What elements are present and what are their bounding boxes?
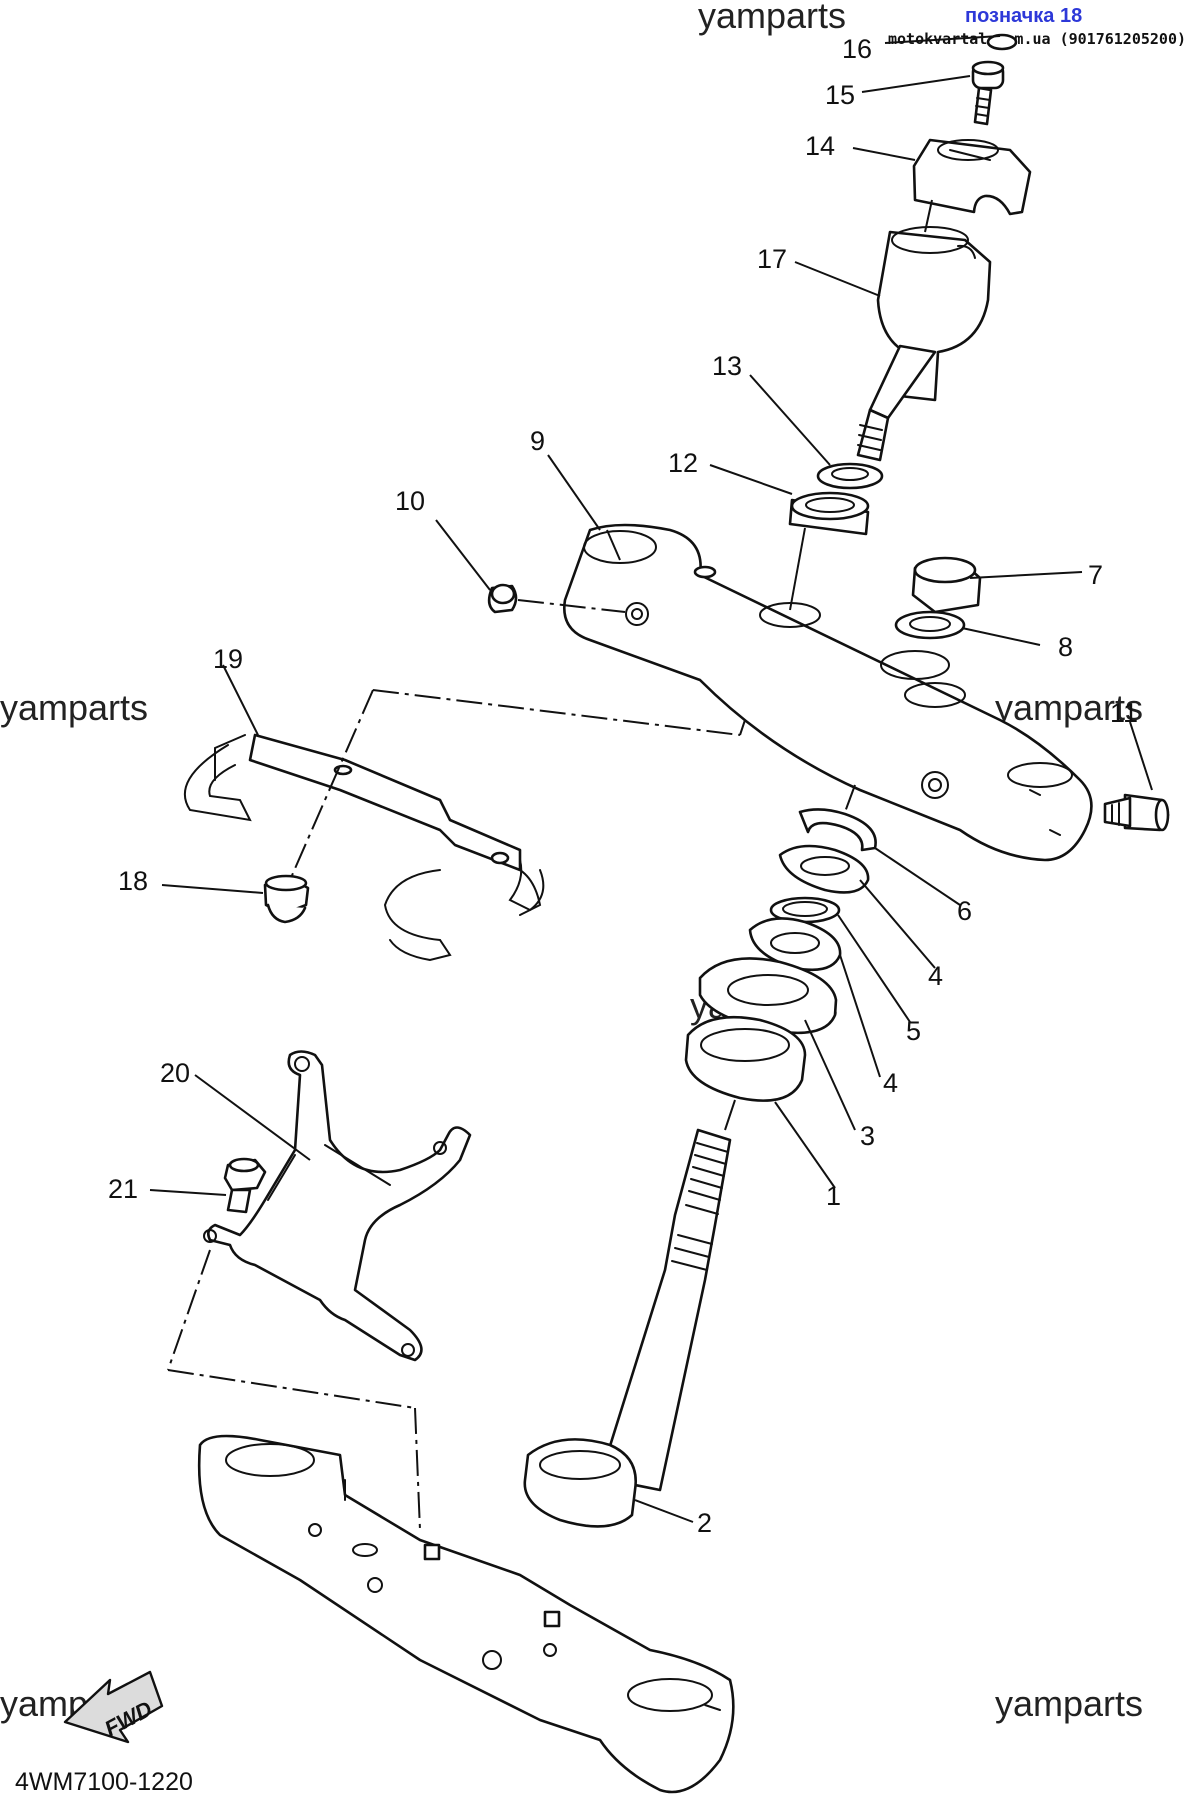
- callout-20: 20: [160, 1058, 190, 1088]
- part-18-nut: [263, 874, 310, 924]
- callout-10: 10: [395, 486, 425, 516]
- callout-9: 9: [530, 426, 545, 456]
- callout-6: 6: [957, 896, 972, 926]
- callout-numbers: 1 2 3 4 4 5 6 7 8 9 10 11 12 13 14 15 16…: [108, 34, 1138, 1538]
- part-20-bracket: [167, 1050, 472, 1531]
- watermark-bottom-right: yamparts: [995, 1683, 1143, 1724]
- badge-label: позначка 18: [965, 5, 1082, 27]
- part-8-washer: [894, 610, 966, 640]
- callout-4-lower: 4: [883, 1068, 898, 1098]
- part-14-upper-holder: [912, 138, 1032, 216]
- callout-14: 14: [805, 131, 835, 161]
- callout-11: 11: [1110, 698, 1138, 728]
- callout-21: 21: [108, 1174, 138, 1204]
- callout-15: 15: [825, 80, 855, 110]
- callout-18: 18: [118, 866, 148, 896]
- part-4-ring-nut-upper: [778, 844, 870, 894]
- part-17-lower-holder: [856, 199, 992, 462]
- callout-19: 19: [213, 644, 243, 674]
- part-15-bolt: [971, 60, 1005, 126]
- callout-13: 13: [712, 351, 742, 381]
- part-12-damper: [788, 491, 870, 611]
- diagram-code: 4WM7100-1220: [15, 1768, 193, 1796]
- callout-8: 8: [1058, 632, 1073, 662]
- part-13-washer: [816, 462, 884, 490]
- callout-2: 2: [697, 1508, 712, 1538]
- callout-17: 17: [757, 244, 787, 274]
- part-9-upper-bracket: [562, 523, 1093, 862]
- callout-1: 1: [826, 1181, 841, 1211]
- callout-3: 3: [860, 1121, 875, 1151]
- under-bracket-with-stem: [197, 1128, 735, 1794]
- part-16-cap: [986, 33, 1018, 51]
- watermark-top: yamparts: [698, 0, 846, 36]
- part-10-cap: [487, 583, 626, 614]
- callout-4-upper: 4: [928, 961, 943, 991]
- callout-16: 16: [842, 34, 872, 64]
- part-7-nut: [911, 556, 982, 614]
- part-21-bolt: [223, 1157, 267, 1214]
- site-credit: motokvartal.com.ua (901761205200): [888, 30, 1186, 48]
- watermark-left: yamparts: [0, 687, 148, 728]
- watermark-right: yamparts: [995, 687, 1143, 728]
- callout-12: 12: [668, 448, 698, 478]
- part-6-lock-washer: [798, 784, 877, 852]
- part-11-bolt: [1103, 793, 1170, 832]
- callout-7: 7: [1088, 560, 1103, 590]
- part-1-bearing: [684, 1015, 807, 1131]
- callout-5: 5: [906, 1016, 921, 1046]
- callout-leaders: [149, 35, 1153, 1523]
- part-19-cable-guide: [184, 689, 746, 962]
